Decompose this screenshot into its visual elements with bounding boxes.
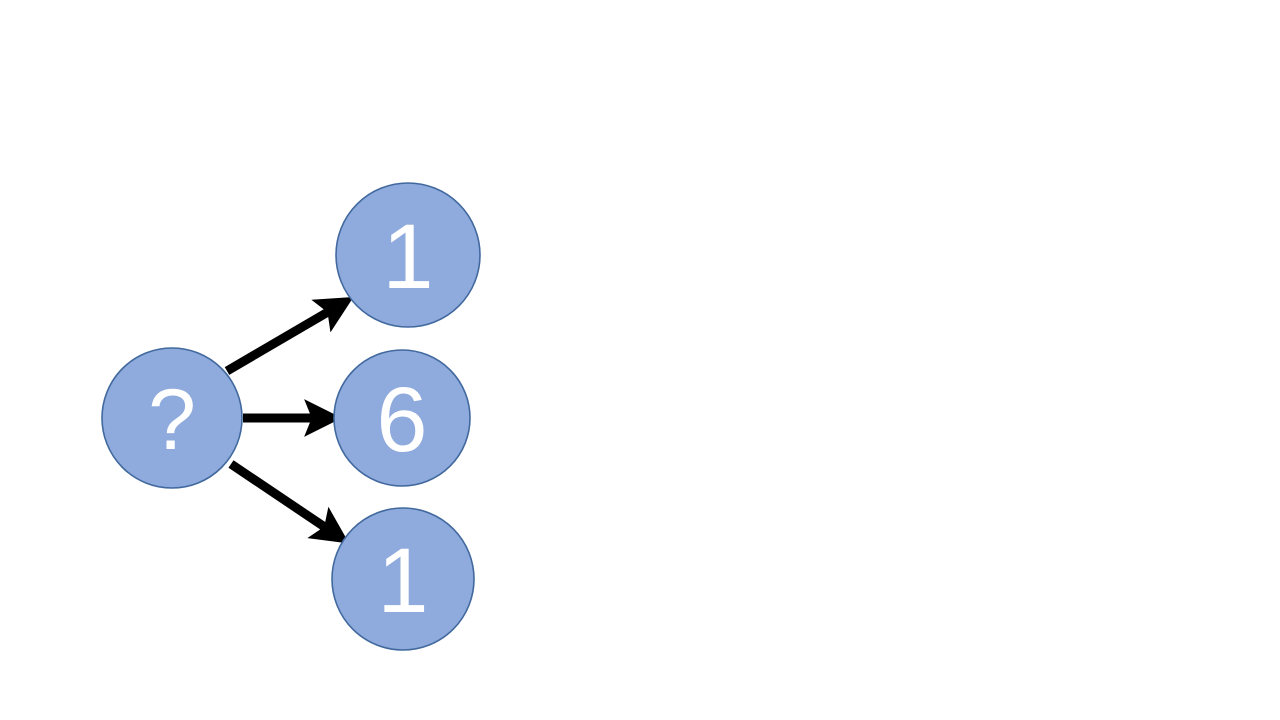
edge-source-to-digit-top	[224, 297, 354, 375]
nodes-group: ? 1 6 1	[101, 182, 481, 651]
node-digit-middle[interactable]: 6	[333, 349, 471, 487]
node-digit-middle-label: 6	[376, 369, 427, 471]
edges-group	[224, 297, 354, 544]
node-source-circle[interactable]	[101, 347, 243, 489]
node-digit-top[interactable]: 1	[335, 182, 481, 328]
node-digit-top-label: 1	[382, 206, 433, 308]
node-digit-middle-circle[interactable]	[333, 349, 471, 487]
node-source-label: ?	[148, 372, 196, 468]
node-digit-bottom[interactable]: 1	[331, 507, 475, 651]
edge-source-to-digit-bottom	[228, 460, 350, 544]
node-source[interactable]: ?	[101, 347, 243, 489]
node-digit-bottom-circle[interactable]	[331, 507, 475, 651]
node-digit-bottom-label: 1	[377, 530, 428, 632]
node-digit-top-circle[interactable]	[335, 182, 481, 328]
